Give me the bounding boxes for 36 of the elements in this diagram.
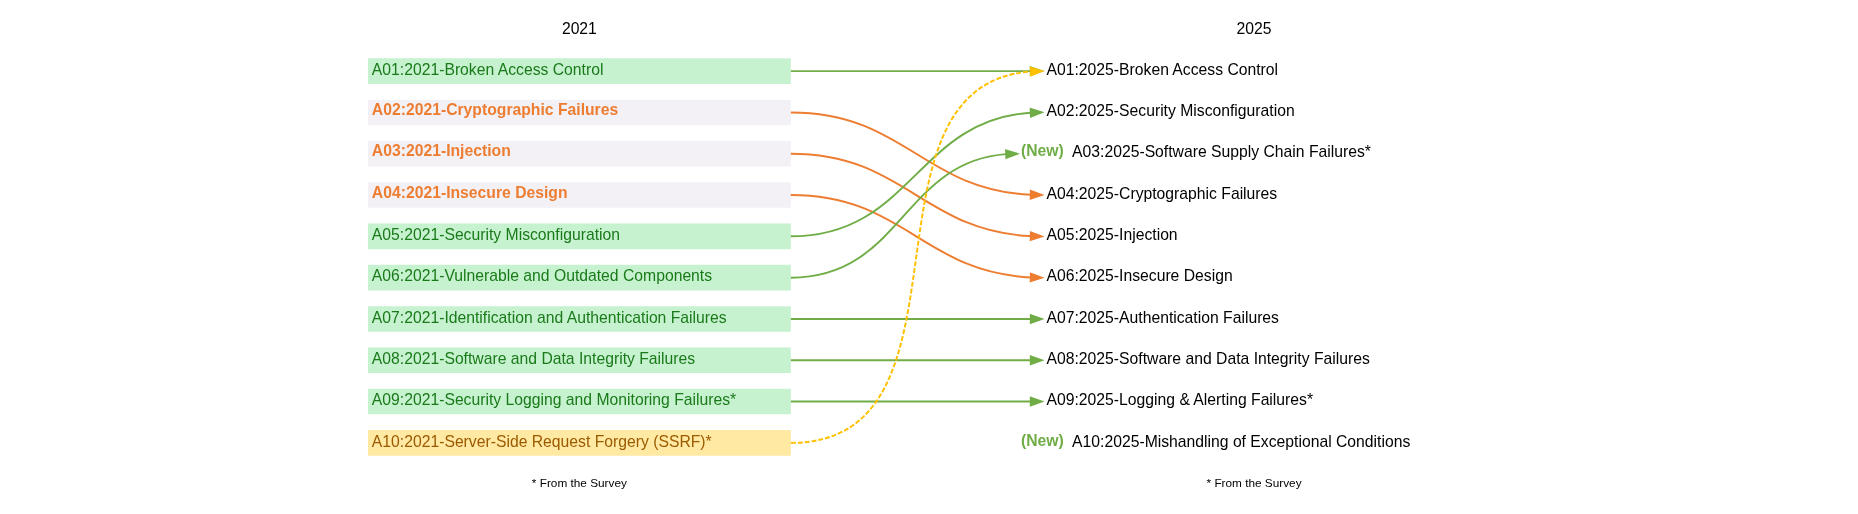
node-text: A07:2025-Authentication Failures [1046, 308, 1279, 326]
arrow [789, 149, 1020, 279]
arrow [789, 152, 1045, 242]
node-box: A05:2021-Security Misconfiguration [367, 223, 791, 250]
node-label: (New) [1020, 142, 1064, 160]
arrow [789, 194, 1045, 283]
node-text: A05:2025-Injection [1046, 226, 1178, 244]
node-text: A04:2025-Cryptographic Failures [1046, 184, 1277, 202]
node-text: A01:2025-Broken Access Control [1046, 60, 1278, 78]
node-text: A03:2025-Software Supply Chain Failures* [1071, 143, 1371, 161]
node-box: A01:2021-Broken Access Control [367, 58, 791, 84]
node-box: A04:2021-Insecure Design [367, 182, 791, 208]
arrow [789, 355, 1045, 366]
node-text: A06:2025-Insecure Design [1046, 267, 1233, 285]
node-box: A06:2021-Vulnerable and Outdated Components [367, 264, 791, 291]
node-box: A10:2021-Server-Side Request Forgery (SSRF)* [367, 430, 791, 456]
label: 2021 [561, 19, 597, 37]
label: * From the Survey [1206, 476, 1302, 491]
arrow [789, 396, 1045, 407]
node-box: A02:2021-Cryptographic Failures [367, 99, 791, 126]
label: 2025 [1236, 19, 1272, 37]
arrow [789, 107, 1045, 238]
node-text: A09:2025-Logging & Alerting Failures* [1046, 391, 1313, 409]
node-box: A07:2021-Identification and Authentication Failures [367, 306, 791, 332]
label: * From the Survey [531, 476, 627, 491]
node-text: A10:2025-Mishandling of Exceptional Conditions [1071, 432, 1410, 450]
arrow [789, 65, 1045, 77]
node-label: (New) [1020, 431, 1064, 449]
node-text: A02:2025-Security Misconfiguration [1046, 102, 1295, 120]
node-box: A03:2021-Injection [367, 140, 791, 167]
node-text: A08:2025-Software and Data Integrity Failures [1046, 350, 1370, 367]
arrow [789, 313, 1045, 325]
arrow [789, 111, 1045, 200]
node-box: A08:2021-Software and Data Integrity Failures [367, 347, 791, 374]
node-box: A09:2021-Security Logging and Monitoring Failures* [367, 388, 791, 415]
arrow [789, 66, 1045, 444]
